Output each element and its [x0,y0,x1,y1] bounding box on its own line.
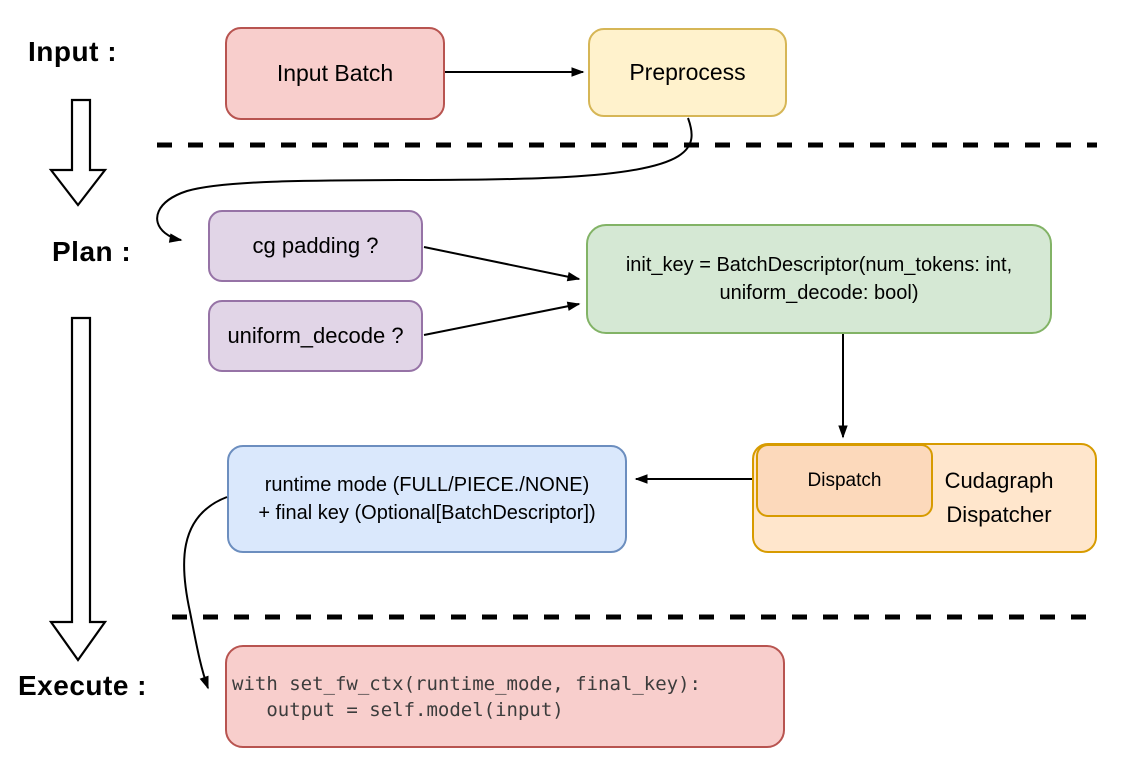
node-execute-code-line1: with set_fw_ctx(runtime_mode, final_key)… [232,672,701,695]
node-runtime-mode: runtime mode (FULL/PIECE./NONE) + final … [227,445,627,553]
node-runtime-mode-line1: runtime mode (FULL/PIECE./NONE) [264,474,590,496]
down-arrow-icon [48,98,108,207]
node-init-key-line1: init_key = BatchDescriptor(num_tokens: i… [625,254,1013,276]
node-cg-padding-label: cg padding ? [252,233,379,259]
node-dispatch-label: Dispatch [807,469,882,491]
arrow-runtime-mode-to-execute-code [183,496,228,690]
node-uniform-decode: uniform_decode ? [208,300,423,372]
stage-label-input: Input : [28,36,118,67]
down-arrow-icon [48,316,108,662]
node-input-batch-label: Input Batch [276,59,394,86]
node-input-batch: Input Batch [225,27,445,120]
node-init-key: init_key = BatchDescriptor(num_tokens: i… [586,224,1052,334]
node-cudagraph-line1: Cudagraph [944,467,1054,493]
node-execute-code: with set_fw_ctx(runtime_mode, final_key)… [225,645,785,748]
node-runtime-mode-line2: + final key (Optional[BatchDescriptor]) [258,502,596,524]
stage-label-plan: Plan : [52,236,132,267]
arrow-uniform-decode-to-init-key [423,301,581,336]
node-cg-padding: cg padding ? [208,210,423,282]
stage-label-execute: Execute : [18,670,147,701]
node-preprocess-label: Preprocess [629,58,746,85]
node-preprocess: Preprocess [588,28,787,117]
arrow-cg-padding-to-init-key [423,246,581,282]
node-uniform-decode-label: uniform_decode ? [227,323,404,349]
node-cudagraph-line2: Dispatcher [946,502,1052,527]
node-init-key-line2: uniform_decode: bool) [719,282,919,304]
node-dispatch: Dispatch [756,444,933,517]
node-execute-code-line2: output = self.model(input) [232,698,564,721]
